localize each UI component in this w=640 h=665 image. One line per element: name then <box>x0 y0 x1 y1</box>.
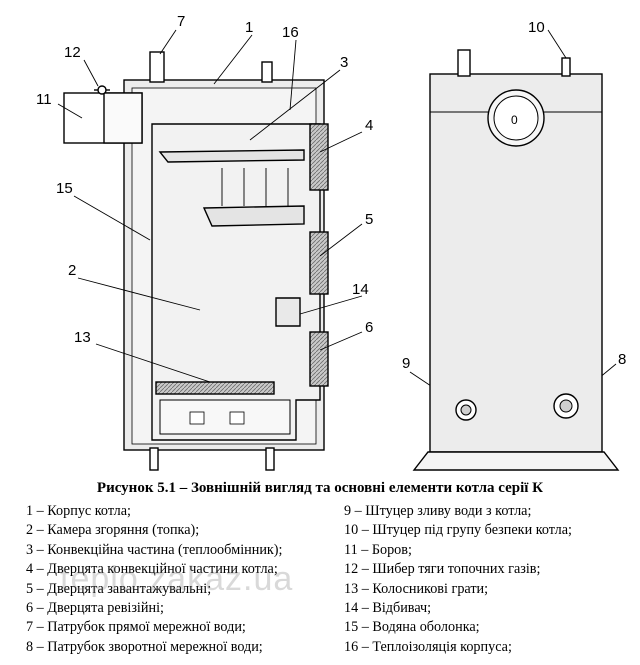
legend-item: 4 – Дверцята конвекційної частини котла; <box>26 561 278 578</box>
convection-door <box>309 123 329 191</box>
legend-right: 9 – Штуцер зливу води з котла; 10 – Штуц… <box>344 502 572 657</box>
legend-item: 9 – Штуцер зливу води з котла; <box>344 503 532 519</box>
damper-handle <box>94 85 110 95</box>
callout-14: 14 <box>352 281 369 298</box>
legend-item: 3 – Конвекційна частина (теплообмінник); <box>26 541 283 558</box>
legend-item: 10 – Штуцер під групу безпеки котла; <box>344 522 572 539</box>
legend-item: 13 – Колосникові грати; <box>344 580 489 597</box>
callout-2: 2 <box>68 262 76 279</box>
supply-pipe <box>149 51 165 83</box>
front-view <box>412 49 620 471</box>
callout-5: 5 <box>365 211 373 228</box>
figure-caption: Рисунок 5.1 – Зовнішній вигляд та основн… <box>96 480 544 496</box>
grate <box>155 381 275 395</box>
watermark: teplo.zakaz.ua <box>60 560 294 598</box>
callout-12: 12 <box>64 44 81 61</box>
callout-10: 10 <box>528 19 545 36</box>
callout-6: 6 <box>365 319 373 336</box>
callout-11: 11 <box>36 91 52 108</box>
legend-item: 14 – Відбивач; <box>344 600 432 617</box>
legend-item: 8 – Патрубок зворотної мережної води; <box>26 638 263 655</box>
legend-item: 6 – Дверцята ревізійні; <box>26 600 164 617</box>
callout-4: 4 <box>365 117 373 134</box>
legend-item: 12 – Шибер тяги топочних газів; <box>344 561 541 578</box>
safety-fitting <box>561 57 571 77</box>
callout-3: 3 <box>340 54 348 71</box>
legend-item: 15 – Водяна оболонка; <box>344 619 480 636</box>
door-mark: 0 <box>511 113 518 127</box>
legend-item: 1 – Корпус котла; <box>26 503 131 519</box>
callout-8: 8 <box>618 351 626 368</box>
boiler-drawing: 7 1 16 12 3 11 4 15 5 2 14 13 6 10 9 8 0 <box>36 13 626 471</box>
reflector <box>275 297 301 327</box>
loading-door <box>309 231 329 295</box>
callout-9: 9 <box>402 355 410 372</box>
legend-item: 16 – Теплоізоляція корпуса; <box>344 638 512 655</box>
legend-item: 2 – Камера згоряння (топка); <box>26 522 200 539</box>
leader-lines <box>57 29 617 405</box>
legend-item: 5 – Дверцята завантажувальні; <box>26 580 212 597</box>
callout-15: 15 <box>56 180 73 197</box>
legend-item: 11 – Боров; <box>344 541 412 558</box>
legend-left: 1 – Корпус котла; 2 – Камера згоряння (т… <box>26 502 282 657</box>
callout-labels: 7 1 16 12 3 11 4 15 5 2 14 13 6 10 9 8 0 <box>36 13 626 372</box>
inspection-door <box>309 331 329 387</box>
legend-item: 7 – Патрубок прямої мережної води; <box>26 619 246 636</box>
side-view <box>63 51 329 471</box>
callout-7: 7 <box>177 13 185 30</box>
callout-1: 1 <box>245 19 253 36</box>
callout-16: 16 <box>282 24 299 41</box>
callout-13: 13 <box>74 329 91 346</box>
